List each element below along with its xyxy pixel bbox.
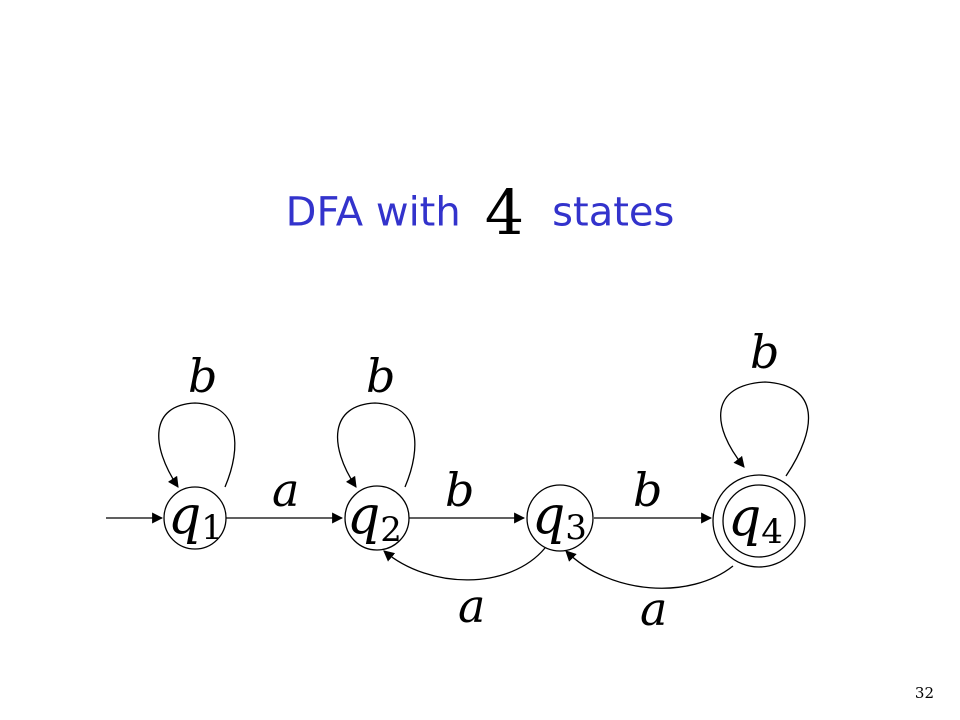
edge-q2-q2 [336, 402, 416, 488]
state-q3-circle [526, 484, 594, 552]
label-q3-q2: a [458, 579, 485, 633]
slide-title: DFA with 4 states [0, 176, 960, 249]
title-state-count: 4 [484, 176, 525, 249]
edge-q4-q4 [720, 381, 810, 477]
title-prefix: DFA with [285, 189, 461, 236]
state-q3-label: q3 [532, 486, 587, 548]
page-number: 32 [914, 684, 934, 702]
label-q4-q4: b [750, 325, 779, 379]
label-q1-q1: b [188, 349, 217, 403]
state-q1-circle [163, 486, 227, 550]
state-q3: q3 [526, 484, 594, 552]
state-q1: q1 [163, 486, 227, 550]
state-q1-label: q1 [168, 486, 223, 548]
label-q4-q3: a [640, 582, 667, 636]
state-q4: q4 [712, 474, 806, 568]
edge-q1-q1 [158, 402, 236, 488]
label-q2-q3: b [445, 463, 474, 517]
edge-q4-q3 [565, 550, 734, 589]
state-q2-label: q2 [347, 486, 402, 550]
edge-q3-q2 [383, 547, 546, 581]
label-q3-q4: b [633, 463, 662, 517]
state-q4-inner-circle [722, 484, 796, 558]
state-q4-label: q4 [728, 488, 783, 552]
state-q2: q2 [344, 485, 410, 551]
state-q2-circle [344, 485, 410, 551]
label-q1-q2: a [272, 463, 299, 517]
label-q2-q2: b [366, 349, 395, 403]
title-suffix: states [552, 189, 675, 236]
